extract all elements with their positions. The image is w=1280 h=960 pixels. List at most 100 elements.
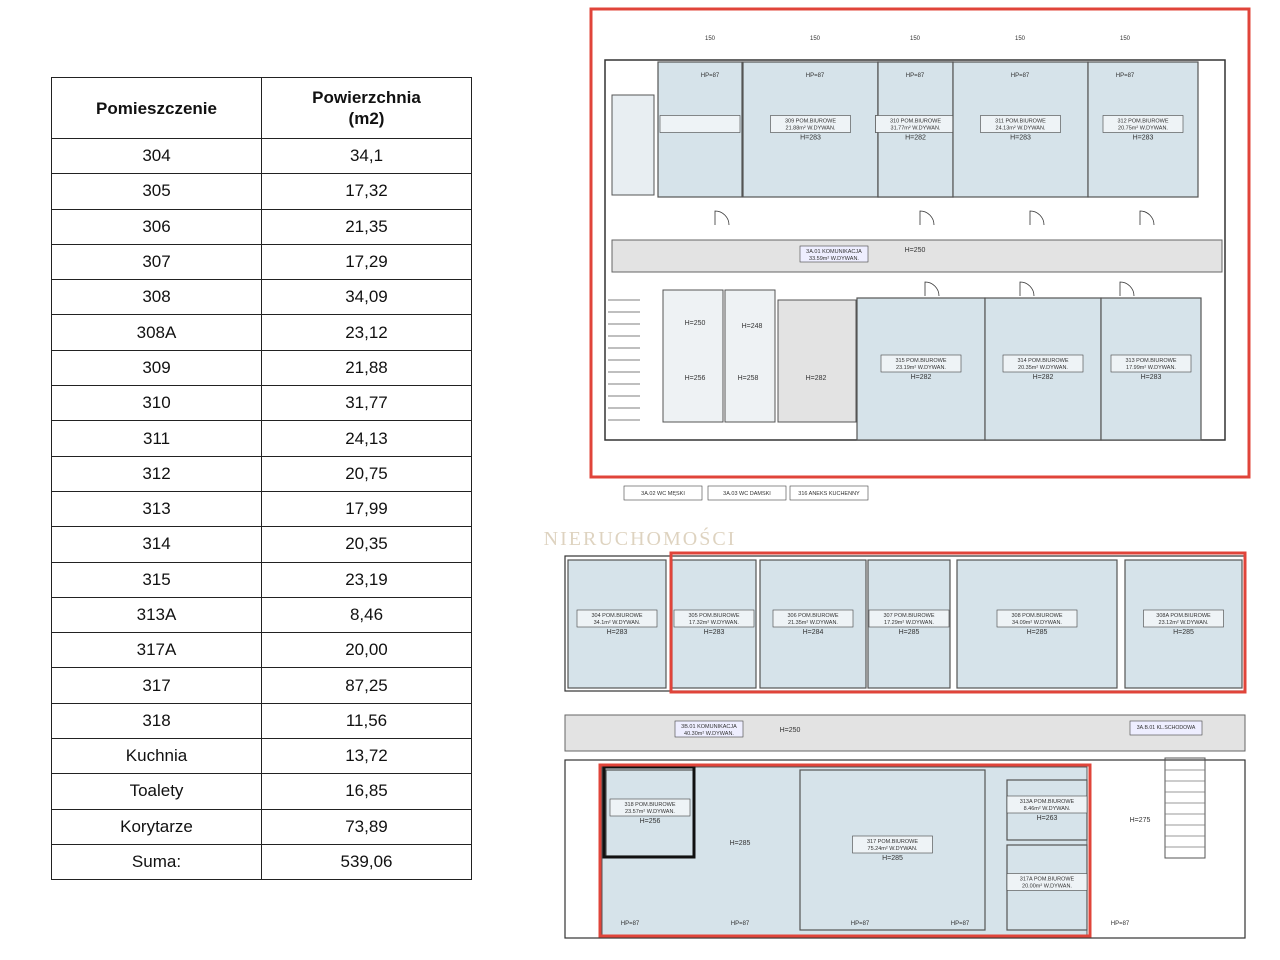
room-tag xyxy=(659,115,741,133)
room-tag-label: 305 POM.BIUROWE xyxy=(688,613,739,619)
dim-label: 150 xyxy=(910,36,921,42)
room-tag-label: 311 POM.BIUROWE xyxy=(995,119,1046,125)
header-room: Pomieszczenie xyxy=(51,77,262,139)
room-tag-area: 34.09m² W.DYWAN. xyxy=(1012,620,1062,626)
room-tag-label: 308A POM.BIUROWE xyxy=(1156,613,1211,619)
door xyxy=(1029,210,1045,226)
room-cell: 310 xyxy=(51,385,262,422)
corridor-area: 33.59m² W.DYWAN. xyxy=(809,256,859,262)
area-cell: 20,75 xyxy=(261,455,472,492)
room-height: H=283 xyxy=(800,135,821,142)
corridor-tag xyxy=(674,720,744,738)
service-label: 3A.02 WC MĘSKI xyxy=(641,491,685,497)
room-tag-label: 307 POM.BIUROWE xyxy=(883,613,934,619)
room-tag xyxy=(1002,354,1084,373)
room-cell: 308 xyxy=(51,279,262,316)
room-tag-area: 23.57m² W.DYWAN. xyxy=(625,809,675,815)
area-cell: 13,72 xyxy=(261,738,472,775)
room-height: H=285 xyxy=(1173,629,1194,636)
area-cell: 8,46 xyxy=(261,596,472,634)
room-tag xyxy=(673,609,755,628)
highlight-upper xyxy=(589,7,1251,479)
room-tag xyxy=(770,115,851,133)
dim-label: 150 xyxy=(705,36,716,42)
door xyxy=(919,210,935,226)
room-cell: Kuchnia xyxy=(51,738,262,775)
dim-label: 150 xyxy=(810,36,821,42)
area-cell: 17,99 xyxy=(261,490,472,528)
upper-left-room xyxy=(611,94,655,196)
area-cell: 23,12 xyxy=(261,314,472,351)
area-cell: 17,32 xyxy=(261,173,472,210)
area-cell: 20,35 xyxy=(261,526,472,563)
room-cell: 312 xyxy=(51,455,262,492)
room-tag-label: 312 POM.BIUROWE xyxy=(1117,119,1168,125)
room-cell: 305 xyxy=(51,173,262,210)
dim-label: HP=87 xyxy=(731,921,750,927)
door xyxy=(1119,281,1135,297)
service-tag xyxy=(623,485,703,501)
room-cell: 307 xyxy=(51,243,262,281)
dim-label: HP=87 xyxy=(1116,73,1135,79)
selected-room-318 xyxy=(602,765,696,859)
room-tag-label: 317 POM.BIUROWE xyxy=(867,839,918,845)
room-tag-area: 23.19m² W.DYWAN. xyxy=(896,365,946,371)
room-tag-area: 20.35m² W.DYWAN. xyxy=(1018,365,1068,371)
room-tag-area: 17.32m² W.DYWAN. xyxy=(689,620,739,626)
dim-label: HP=87 xyxy=(621,921,640,927)
dim-label: HP=87 xyxy=(906,73,925,79)
room-cell: 314 xyxy=(51,526,262,563)
room-tag-label: 315 POM.BIUROWE xyxy=(895,358,946,364)
room-cell: Korytarze xyxy=(51,808,262,845)
table-row: Suma:539,06 xyxy=(51,843,472,881)
highlight-lower xyxy=(598,763,1092,938)
room-tag xyxy=(868,609,950,628)
room-tag-label: 306 POM.BIUROWE xyxy=(787,613,838,619)
area-cell: 73,89 xyxy=(261,808,472,845)
header-area: Powierzchnia (m2) xyxy=(261,77,472,139)
service-label: 316 ANEKS KUCHENNY xyxy=(798,491,860,497)
room-tag xyxy=(980,115,1061,133)
corridor-height: H=275 xyxy=(1130,817,1151,824)
room-tag-area: 34.1m² W.DYWAN. xyxy=(594,620,641,626)
room-tag-area: 20.00m² W.DYWAN. xyxy=(1022,884,1072,890)
room-tag xyxy=(1006,795,1088,814)
room-cell: 315 xyxy=(51,561,262,598)
dim-label: HP=87 xyxy=(1111,921,1130,927)
corridor-upper xyxy=(611,239,1223,273)
room-cell: 318 xyxy=(51,702,262,740)
door xyxy=(714,210,730,226)
dim-label: HP=87 xyxy=(951,921,970,927)
room-tag xyxy=(1110,354,1192,373)
corridor-label: 3B.01 KOMUNIKACJA xyxy=(681,724,737,730)
room-tag xyxy=(772,609,854,628)
area-cell: 34,09 xyxy=(261,279,472,316)
dim-label: HP=87 xyxy=(806,73,825,79)
area-cell: 539,06 xyxy=(261,843,472,881)
room-cell: 304 xyxy=(51,137,262,175)
room-tag-label: 309 POM.BIUROWE xyxy=(785,119,836,125)
room-height: H=283 xyxy=(1141,374,1162,381)
corridor-height: H=250 xyxy=(905,247,926,254)
corridor-area: 40.30m² W.DYWAN. xyxy=(684,731,734,737)
area-cell: 21,88 xyxy=(261,349,472,387)
room-tag-label: 317A POM.BIUROWE xyxy=(1020,877,1075,883)
room-tag xyxy=(996,609,1078,628)
dim-label: HP=87 xyxy=(851,921,870,927)
room-tag-label: 304 POM.BIUROWE xyxy=(591,613,642,619)
room-cell: 313A xyxy=(51,596,262,634)
area-cell: 16,85 xyxy=(261,773,472,810)
wc-height-4: H=258 xyxy=(738,375,759,382)
